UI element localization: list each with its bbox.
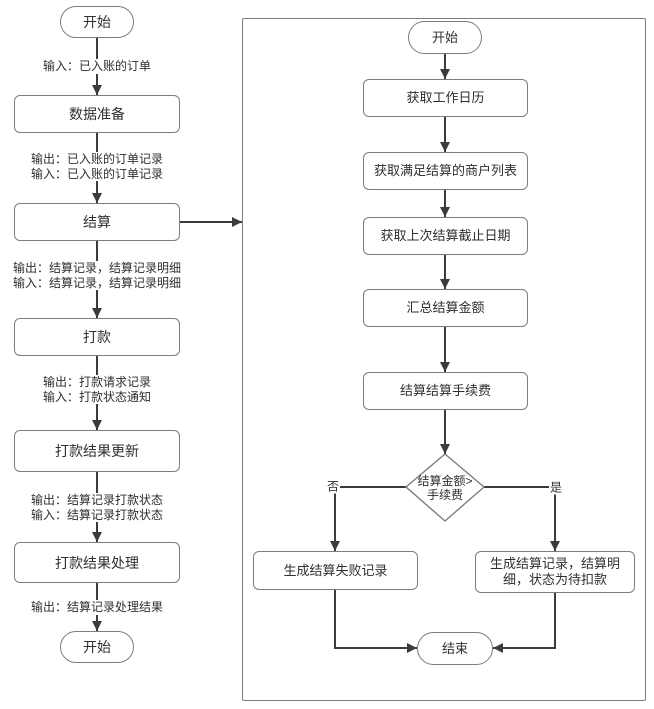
edge-label-order-records: 输出：已入账的订单记录 输入：已入账的订单记录 xyxy=(28,152,166,181)
pay-node: 打款 xyxy=(14,318,180,356)
settle-fee-node: 结算结算手续费 xyxy=(363,372,528,410)
decision-diamond-shape xyxy=(404,453,486,522)
left-end-terminator: 开始 xyxy=(60,631,134,663)
success-record-node: 生成结算记录，结算明细，状态为待扣款 xyxy=(475,551,635,593)
settle-node: 结算 xyxy=(14,203,180,241)
edge-label-settle-records: 输出：结算记录，结算记录明细 输入：结算记录，结算记录明细 xyxy=(10,261,184,290)
pay-result-update-node: 打款结果更新 xyxy=(14,430,180,472)
right-end-terminator: 结束 xyxy=(417,632,493,665)
sum-amount-node: 汇总结算金额 xyxy=(363,289,528,327)
edge-fail-to-finish xyxy=(334,590,417,653)
settlement-subprocess-panel xyxy=(242,18,646,701)
right-start-terminator: 开始 xyxy=(408,21,482,54)
branch-yes-label: 是 xyxy=(548,480,564,495)
edge-success-to-finish xyxy=(493,593,556,653)
edge-label-pay-status: 输出：结算记录打款状态 输入：结算记录打款状态 xyxy=(28,493,166,522)
edge-label-handle-result: 输出：结算记录处理结果 xyxy=(28,600,166,615)
prepare-data-node: 数据准备 xyxy=(14,95,180,133)
get-calendar-node: 获取工作日历 xyxy=(363,79,528,117)
pay-result-handle-node: 打款结果处理 xyxy=(14,542,180,583)
decision-diamond-label: 结算金额> 手续费 xyxy=(417,474,473,502)
get-merchants-node: 获取满足结算的商户列表 xyxy=(363,152,528,190)
edge-label-input-orders: 输入：已入账的订单 xyxy=(40,59,154,74)
fail-record-node: 生成结算失败记录 xyxy=(253,551,418,590)
branch-no-label: 否 xyxy=(325,479,341,494)
get-last-cutoff-node: 获取上次结算截止日期 xyxy=(363,217,528,255)
edge-label-pay-request: 输出：打款请求记录 输入：打款状态通知 xyxy=(40,375,154,404)
left-start-terminator: 开始 xyxy=(60,6,134,38)
